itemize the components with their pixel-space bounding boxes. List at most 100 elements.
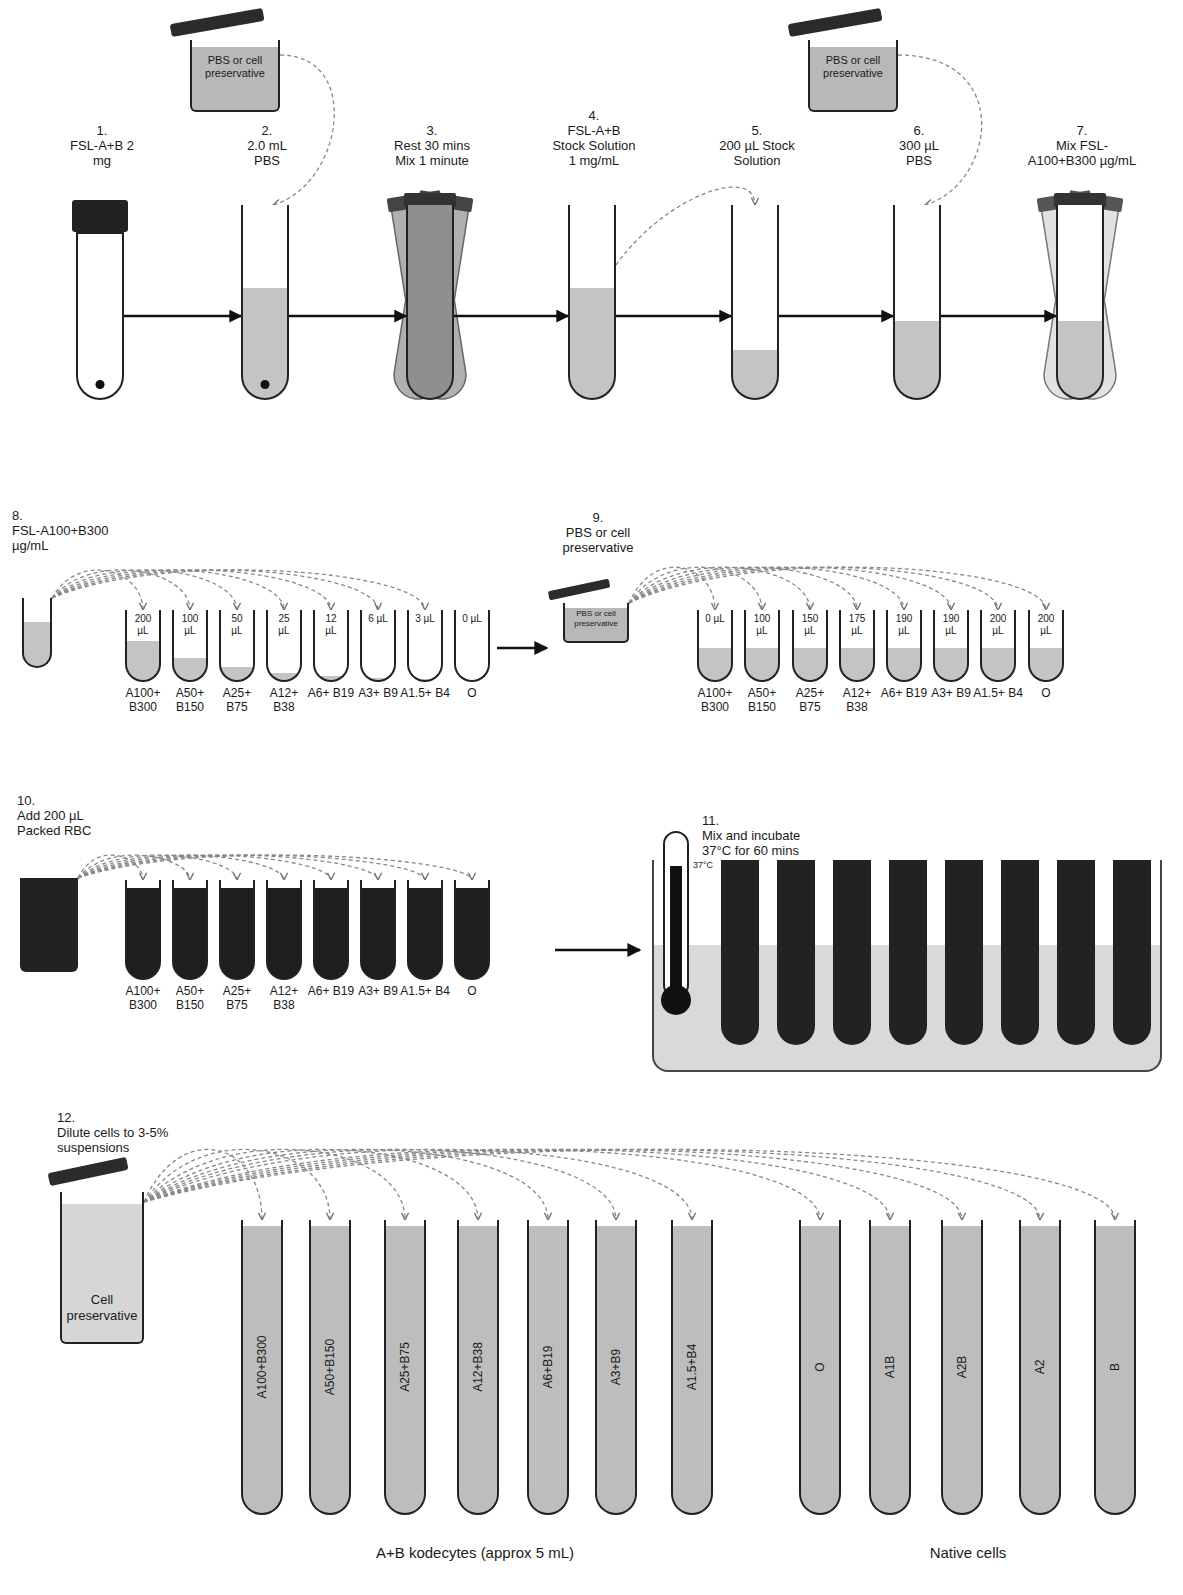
tube-label: A1.5+ B4 <box>400 984 450 998</box>
transfer-arrow <box>144 1149 262 1220</box>
tube-label: A6+ B19 <box>879 686 929 700</box>
content-label: PBS or cell preservative <box>812 54 894 80</box>
tube-node: 12 µLA6+ B19 <box>313 610 349 682</box>
tube-label: A3+ B9 <box>353 686 403 700</box>
tube-content-label: 175 µL <box>845 613 869 637</box>
tube-node: A2B <box>941 1220 983 1515</box>
tube-label-text: A1.5+ B4 <box>400 686 450 700</box>
transfer-arrow <box>78 855 237 880</box>
content-label: 190 µL <box>892 613 916 637</box>
tube-label: A50+ B150 <box>165 686 215 714</box>
tube-content-label: 100 µL <box>178 613 202 637</box>
transfer-arrow <box>52 570 331 610</box>
tube-label: A50+ B150 <box>737 686 787 714</box>
step-label: FSL-A+B Stock Solution 1 mg/mL <box>551 123 637 168</box>
tube-node: 11.Mix and incubate 37°C for 60 mins <box>652 860 1162 1072</box>
transfer-arrow <box>629 567 998 610</box>
tube-content-label: 0 µL <box>460 613 484 625</box>
step-label: 2.0 mL PBS <box>237 138 297 168</box>
tube-node: PBS or cell preservative <box>190 40 280 112</box>
temperature-mark: 37°C <box>693 860 723 871</box>
content-label: 0 µL <box>703 613 727 625</box>
tube-node: A3+ B9 <box>360 880 396 980</box>
tube-label: A2 <box>1033 1359 1047 1374</box>
transfer-arrow <box>273 55 334 205</box>
bath-tube <box>1057 860 1095 1045</box>
tube-content-label: 50 µL <box>225 613 249 637</box>
tube-node: 6 µLA3+ B9 <box>360 610 396 682</box>
tube-label: A6+ B19 <box>306 686 356 700</box>
tube-label: A6+B19 <box>541 1345 555 1388</box>
step-label: 4. <box>551 108 637 123</box>
tube-label-text: O <box>447 984 497 998</box>
content-label: 200 µL <box>131 613 155 637</box>
tube-label: A25+ B75 <box>785 686 835 714</box>
content-label: Cell preservative <box>64 1292 140 1324</box>
tube-label-text: O <box>447 686 497 700</box>
tube-content-label: PBS or cell preservative <box>567 609 625 629</box>
content-label: PBS or cell preservative <box>567 609 625 629</box>
tube-label-text: A6+ B19 <box>306 686 356 700</box>
transfer-arrow <box>144 1149 330 1220</box>
step-label: Mix FSL-A100+B300 µg/mL <box>1027 138 1137 168</box>
tube-node: A25+ B75 <box>219 880 255 980</box>
transfer-arrow <box>52 570 237 610</box>
step-heading: 4.FSL-A+B Stock Solution 1 mg/mL <box>551 108 637 168</box>
transfer-arrow <box>144 1149 890 1220</box>
tube-label: A100+ B300 <box>118 686 168 714</box>
step-arrow <box>454 315 568 318</box>
ghost-tube <box>391 202 469 402</box>
tube-node: 150 µLA25+ B75 <box>792 610 828 682</box>
tube-node: 2.2.0 mL PBS <box>241 205 289 400</box>
step-label: 8. <box>12 508 117 523</box>
step-heading: 10.Add 200 µL Packed RBC <box>17 793 107 838</box>
tube-node: 4.FSL-A+B Stock Solution 1 mg/mL <box>568 205 616 400</box>
transfer-arrow <box>629 567 951 610</box>
content-label: PBS or cell preservative <box>194 54 276 80</box>
content-label: 12 µL <box>319 613 343 637</box>
step-heading: 7.Mix FSL-A100+B300 µg/mL <box>1027 123 1137 168</box>
tube-node: 7.Mix FSL-A100+B300 µg/mL <box>1056 205 1104 400</box>
tube-node: 50 µLA25+ B75 <box>219 610 255 682</box>
tube-node: 1.FSL-A+B 2 mg <box>76 205 124 400</box>
tube-label: A50+ B150 <box>165 984 215 1012</box>
transfer-arrow <box>52 570 284 610</box>
tube-label: A1.5+B4 <box>685 1343 699 1389</box>
tube-label-text: A6+ B19 <box>879 686 929 700</box>
tube-node: 175 µLA12+ B38 <box>839 610 875 682</box>
tube-node: A6+B19 <box>527 1220 569 1515</box>
tube-label: A12+ B38 <box>259 984 309 1012</box>
step-label: Mix and incubate 37°C for 60 mins <box>702 828 820 858</box>
tube-node: B <box>1094 1220 1136 1515</box>
tube-node: A1B <box>869 1220 911 1515</box>
step-label: 11. <box>702 813 820 828</box>
tube-node: 200 µLO <box>1028 610 1064 682</box>
lid <box>548 579 611 601</box>
tube-label: A12+ B38 <box>259 686 309 714</box>
bath-tube <box>721 860 759 1045</box>
tube-node: A50+B150 <box>309 1220 351 1515</box>
content-label: 190 µL <box>939 613 963 637</box>
tube-node: A50+ B150 <box>172 880 208 980</box>
thermometer-bulb <box>661 985 691 1015</box>
transfer-arrow <box>78 855 378 880</box>
tube-label: A2B <box>955 1355 969 1378</box>
tube-label-text: A3+ B9 <box>353 686 403 700</box>
tube-node: 190 µLA3+ B9 <box>933 610 969 682</box>
lid <box>788 8 883 37</box>
content-label: 100 µL <box>178 613 202 637</box>
tube-node: 12.Dilute cells to 3-5% suspensionsCell … <box>60 1192 144 1344</box>
transfer-arrow <box>52 570 378 610</box>
content-label: 25 µL <box>272 613 296 637</box>
tube-node: 6.300 µL PBS <box>893 205 941 400</box>
transfer-arrow <box>144 1149 692 1220</box>
tube-content-label: 3 µL <box>413 613 437 625</box>
tube-node: 200 µLA1.5+ B4 <box>980 610 1016 682</box>
transfer-arrow <box>144 1149 820 1220</box>
tube-label: A12+B38 <box>471 1342 485 1392</box>
tube-node: O <box>799 1220 841 1515</box>
tube-label-text: A3+ B9 <box>926 686 976 700</box>
tube-node: A12+ B38 <box>266 880 302 980</box>
tube-label-text: A12+ B38 <box>259 984 309 1012</box>
ghost-tube <box>1041 202 1119 402</box>
